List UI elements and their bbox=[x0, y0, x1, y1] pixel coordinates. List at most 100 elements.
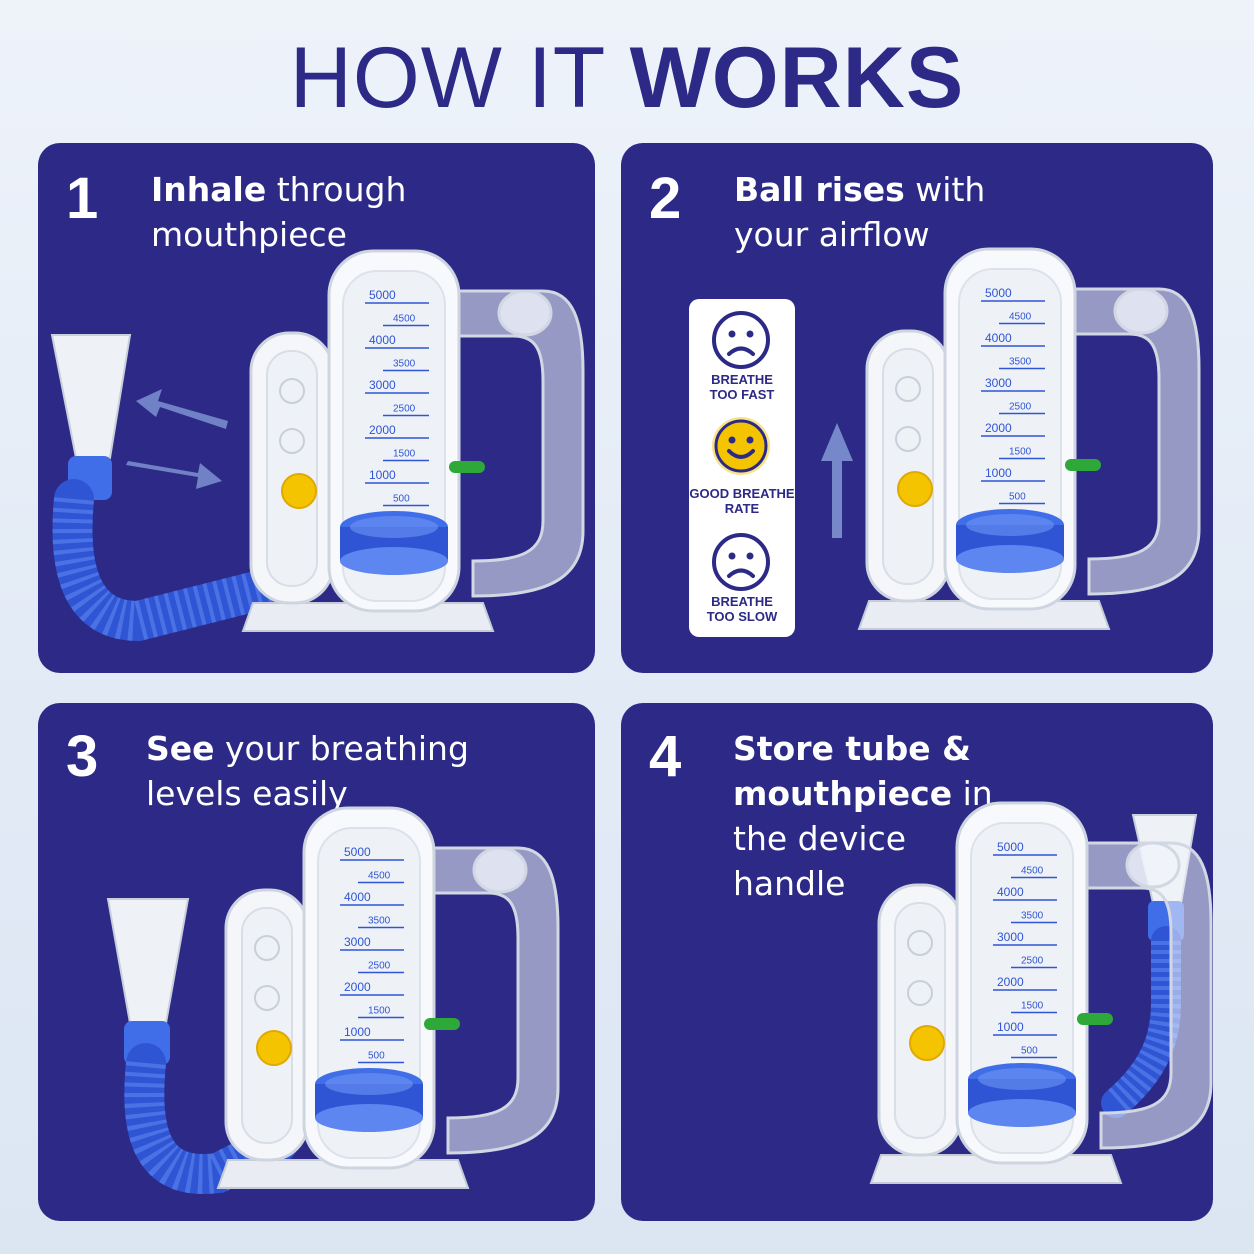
scale-label: 1000 bbox=[369, 468, 396, 482]
scale-label: 1500 bbox=[1021, 1001, 1044, 1012]
caption-rest: your breathing bbox=[214, 729, 469, 768]
scale-label: 4000 bbox=[985, 331, 1012, 345]
label-line: TOO SLOW bbox=[706, 609, 778, 624]
step-caption: Inhale through mouthpiece bbox=[151, 167, 406, 257]
indicator-ball-icon bbox=[256, 1030, 292, 1066]
spirometer-icon: 5000 4500 4000 3500 3000 2500 2000 1500 1000 500 bbox=[216, 806, 560, 1189]
scale-label: 2000 bbox=[997, 975, 1024, 989]
scale-label: 2500 bbox=[1021, 956, 1044, 967]
scale-label: 500 bbox=[393, 494, 410, 505]
device-illustration: 5000 4500 4000 3500 3000 2500 2000 1500 1000 500 bbox=[50, 249, 585, 642]
device-illustration: 5000 4500 4000 3500 3000 2500 2000 1500 1000 500 bbox=[106, 806, 560, 1194]
title-light: HOW IT bbox=[289, 30, 630, 126]
step-caption: Ball rises with your airflow bbox=[734, 167, 985, 257]
caption-rest: with bbox=[904, 170, 986, 209]
scale-label: 1000 bbox=[344, 1025, 371, 1039]
airflow-arrows-icon bbox=[126, 389, 228, 489]
tube-mouthpiece-icon bbox=[50, 334, 308, 642]
scale-label: 3000 bbox=[369, 378, 396, 392]
scale-label: 5000 bbox=[369, 288, 396, 302]
scale-label: 5000 bbox=[997, 840, 1024, 854]
scale-label: 2500 bbox=[1009, 402, 1032, 413]
scale-label: 4000 bbox=[997, 885, 1024, 899]
scale-label: 5000 bbox=[985, 286, 1012, 300]
caption-bold: mouthpiece bbox=[733, 774, 953, 813]
indicator-ball-icon bbox=[281, 473, 317, 509]
scale-label: 4500 bbox=[393, 314, 416, 325]
scale-label: 5000 bbox=[344, 845, 371, 859]
spirometer-icon: 5000 4500 4000 3500 3000 2500 2000 1500 1000 500 bbox=[241, 249, 585, 632]
caption-bold: Ball rises bbox=[734, 170, 905, 209]
scale-label: 2500 bbox=[368, 961, 391, 972]
caption-line2: mouthpiece bbox=[151, 215, 347, 254]
goal-marker-icon bbox=[1065, 459, 1101, 471]
caption-bold: Store tube & bbox=[733, 729, 971, 768]
step-caption: Store tube & mouthpiece in the device ha… bbox=[733, 726, 993, 906]
scale-label: 3500 bbox=[1021, 911, 1044, 922]
step-1-panel: 1 Inhale through mouthpiece 5000 4500 4000… bbox=[38, 143, 595, 673]
scale-label: 1000 bbox=[997, 1020, 1024, 1034]
scale-label: 4500 bbox=[1021, 866, 1044, 877]
scale-label: 4000 bbox=[369, 333, 396, 347]
scale-label: 4000 bbox=[344, 890, 371, 904]
scale-label: 1000 bbox=[985, 466, 1012, 480]
scale-label: 3000 bbox=[344, 935, 371, 949]
label-line: BREATHE bbox=[711, 372, 773, 387]
step-caption: See your breathing levels easily bbox=[146, 726, 469, 816]
step-number: 2 bbox=[649, 166, 682, 231]
device-illustration: 5000 4500 4000 3500 3000 2500 2000 1500 1000 500 bbox=[821, 247, 1201, 630]
up-arrow-icon bbox=[821, 423, 853, 538]
sad-face-icon bbox=[712, 533, 770, 591]
indicator-ball-icon bbox=[909, 1025, 945, 1061]
label-line: TOO FAST bbox=[709, 387, 775, 402]
step-number: 1 bbox=[66, 166, 99, 231]
tube-mouthpiece-icon bbox=[106, 898, 298, 1194]
caption-line3: the device bbox=[733, 819, 907, 858]
happy-face-icon bbox=[712, 417, 770, 475]
scale-label: 2000 bbox=[985, 421, 1012, 435]
scale-label: 4500 bbox=[368, 871, 391, 882]
scale-label: 4500 bbox=[1009, 312, 1032, 323]
spirometer-icon: 5000 4500 4000 3500 3000 2500 2000 1500 1000 500 bbox=[857, 247, 1201, 630]
step-4-panel: 4 Store tube & mouthpiece in the device … bbox=[621, 703, 1213, 1221]
title-bold: WORKS bbox=[629, 30, 965, 126]
scale-label: 1500 bbox=[393, 449, 416, 460]
scale-label: 500 bbox=[1009, 492, 1026, 503]
scale-label: 3500 bbox=[368, 916, 391, 927]
scale-label: 3000 bbox=[985, 376, 1012, 390]
caption-line2: your airflow bbox=[734, 215, 930, 254]
scale-label: 500 bbox=[368, 1051, 385, 1062]
step-number: 4 bbox=[649, 724, 682, 789]
scale-label: 1500 bbox=[368, 1006, 391, 1017]
caption-bold: See bbox=[146, 729, 215, 768]
caption-line4: handle bbox=[733, 864, 846, 903]
scale-label: 2500 bbox=[393, 404, 416, 415]
label-line: GOOD BREATHE bbox=[689, 486, 795, 501]
indicator-ball-icon bbox=[897, 471, 933, 507]
step-3-panel: 3 See your breathing levels easily 5000 4… bbox=[38, 703, 595, 1221]
page-title: HOW IT WORKS bbox=[0, 28, 1254, 128]
scale-label: 2000 bbox=[369, 423, 396, 437]
caption-line2: levels easily bbox=[146, 774, 348, 813]
step-number: 3 bbox=[66, 724, 99, 789]
scale-label: 3000 bbox=[997, 930, 1024, 944]
label-line: RATE bbox=[724, 501, 760, 516]
label-line: BREATHE bbox=[711, 594, 773, 609]
device-illustration: 5000 4500 4000 3500 3000 2500 2000 1500 1000 500 bbox=[869, 801, 1213, 1184]
scale-label: 3500 bbox=[393, 359, 416, 370]
goal-marker-icon bbox=[1077, 1013, 1113, 1025]
sad-face-icon bbox=[712, 311, 770, 369]
spirometer-icon: 5000 4500 4000 3500 3000 2500 2000 1500 1000 500 bbox=[869, 801, 1213, 1184]
scale-label: 2000 bbox=[344, 980, 371, 994]
scale-label: 1500 bbox=[1009, 447, 1032, 458]
goal-marker-icon bbox=[449, 461, 485, 473]
caption-rest: through bbox=[266, 170, 407, 209]
caption-bold: Inhale bbox=[151, 170, 267, 209]
goal-marker-icon bbox=[424, 1018, 460, 1030]
scale-label: 500 bbox=[1021, 1046, 1038, 1057]
scale-label: 3500 bbox=[1009, 357, 1032, 368]
